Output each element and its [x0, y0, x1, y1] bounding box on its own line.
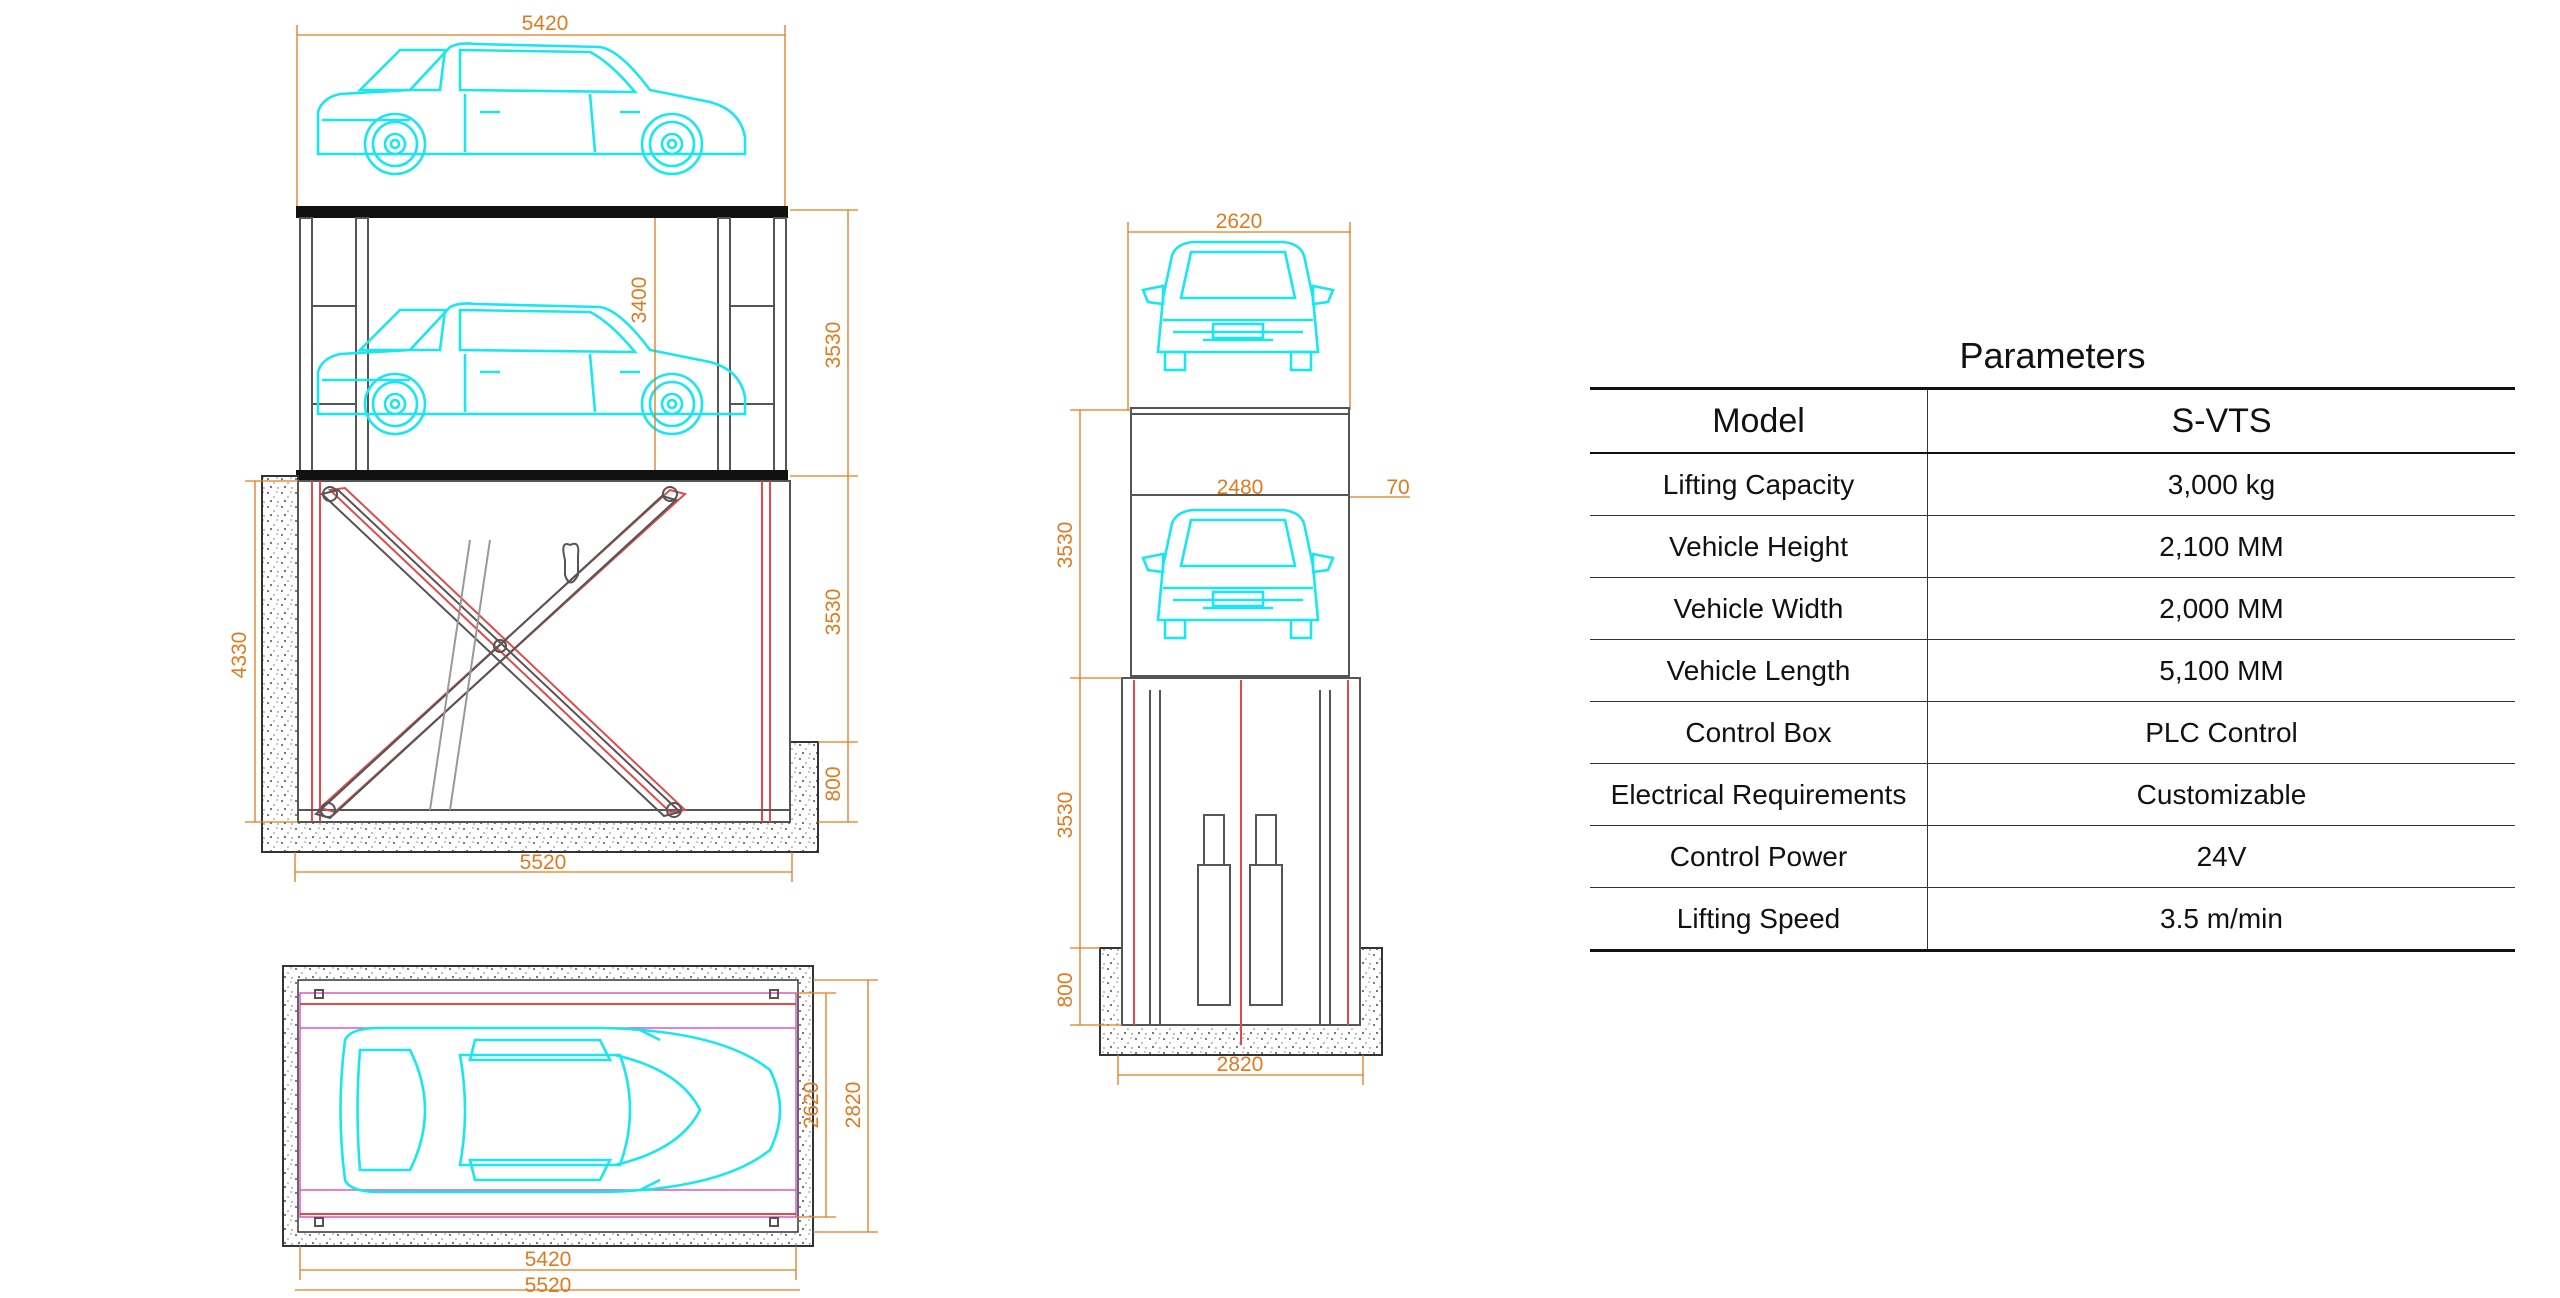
plan-view: 2620 2820 5420 5520: [282, 965, 878, 1297]
param-label: Vehicle Height: [1590, 515, 1928, 578]
scissor-lift: [314, 486, 688, 820]
dim-3530-front-upper: 3530: [1054, 522, 1077, 569]
lower-vehicle-side: [318, 303, 745, 434]
param-value: 3,000 kg: [1927, 453, 2515, 516]
model-value: S-VTS: [1927, 387, 2515, 454]
dim-2480: 2480: [1217, 476, 1264, 499]
dim-3530-lower: 3530: [822, 589, 845, 636]
dim-2820-front: 2820: [1217, 1053, 1264, 1076]
dim-5520-plan: 5520: [525, 1274, 572, 1297]
side-elevation: 5420 3400 3530: [228, 12, 858, 882]
model-label: Model: [1590, 387, 1928, 454]
lower-vehicle-front: [1141, 508, 1335, 640]
front-elevation: 2620 2480 70 3530 3530 800: [1054, 210, 1410, 1085]
param-value: 24V: [1927, 825, 2515, 888]
param-value: 2,000 MM: [1927, 577, 2515, 640]
dim-3530-upper: 3530: [822, 322, 845, 369]
vehicle-plan: [339, 1026, 782, 1194]
dim-4330: 4330: [228, 632, 251, 679]
upper-vehicle-side: [318, 43, 745, 174]
param-label: Vehicle Width: [1590, 577, 1928, 640]
dim-800-side: 800: [822, 766, 845, 801]
param-label: Lifting Capacity: [1590, 453, 1928, 516]
dim-2620-plan: 2620: [800, 1082, 823, 1129]
param-label: Control Power: [1590, 825, 1928, 888]
param-label: Lifting Speed: [1590, 887, 1928, 952]
dim-5420-top: 5420: [522, 12, 569, 35]
param-label: Control Box: [1590, 701, 1928, 764]
parameters-header-row: Model S-VTS: [1590, 387, 2515, 454]
dim-5520-side: 5520: [520, 851, 567, 874]
param-value: 5,100 MM: [1927, 639, 2515, 702]
param-value: PLC Control: [1927, 701, 2515, 764]
param-value: 2,100 MM: [1927, 515, 2515, 578]
dim-3400: 3400: [628, 277, 651, 324]
dim-70: 70: [1386, 476, 1409, 499]
dim-800-front: 800: [1054, 972, 1077, 1007]
parameters-title: Parameters: [1959, 335, 2146, 376]
dim-2620-front: 2620: [1216, 210, 1263, 233]
dim-2820-plan: 2820: [842, 1082, 865, 1129]
param-value: Customizable: [1927, 763, 2515, 826]
param-label: Vehicle Length: [1590, 639, 1928, 702]
param-value: 3.5 m/min: [1927, 887, 2515, 952]
upper-vehicle-front: [1141, 240, 1335, 372]
param-label: Electrical Requirements: [1590, 763, 1928, 826]
dim-5420-plan: 5420: [525, 1248, 572, 1271]
dim-3530-front-lower: 3530: [1054, 792, 1077, 839]
